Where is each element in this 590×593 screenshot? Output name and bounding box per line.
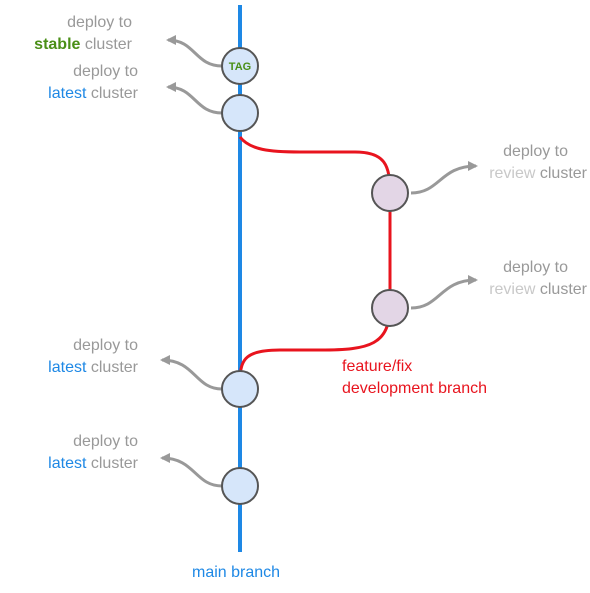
deploy-to-text: deploy to — [73, 63, 138, 80]
cluster-text: cluster — [539, 165, 587, 182]
feature-branch-label: feature/fix development branch — [342, 356, 487, 400]
deploy-latest-label-3: deploy to latest cluster — [48, 431, 138, 475]
deploy-arrow-latest-3 — [160, 453, 223, 488]
main-commit-3 — [221, 467, 259, 505]
main-commit-1 — [221, 94, 259, 132]
feature-commit-2 — [371, 289, 409, 327]
review-text: review — [489, 281, 536, 298]
cluster-text: cluster — [90, 85, 138, 102]
tag-label: TAG — [229, 61, 251, 73]
tag-commit — [221, 47, 259, 85]
latest-text: latest — [48, 455, 87, 472]
deploy-to-text: deploy to — [503, 259, 568, 276]
deploy-arrow-latest-2 — [160, 355, 223, 391]
deploy-to-text: deploy to — [67, 14, 132, 31]
feature-branch-line — [238, 136, 392, 376]
main-branch-label: main branch — [192, 564, 281, 581]
deploy-review-label-2: deploy to review cluster — [489, 257, 587, 301]
deploy-latest-label-1: deploy to latest cluster — [48, 61, 138, 105]
deploy-arrow-latest-1 — [166, 82, 223, 115]
deploy-arrow-review-2 — [410, 275, 478, 310]
latest-text: latest — [48, 85, 87, 102]
deploy-to-text: deploy to — [73, 433, 138, 450]
stable-text: stable — [34, 36, 81, 53]
cluster-text: cluster — [539, 281, 587, 298]
cluster-text: cluster — [90, 359, 138, 376]
deploy-to-text: deploy to — [73, 337, 138, 354]
deploy-latest-label-2: deploy to latest cluster — [48, 335, 138, 379]
latest-text: latest — [48, 359, 87, 376]
main-commit-2 — [221, 370, 259, 408]
deploy-arrow-review-1 — [410, 161, 478, 195]
deploy-to-text: deploy to — [503, 143, 568, 160]
review-text: review — [489, 165, 536, 182]
cluster-text: cluster — [90, 455, 138, 472]
deploy-stable-label: deploy to stable cluster — [34, 12, 132, 56]
deploy-arrow-stable — [166, 35, 223, 68]
deploy-review-label-1: deploy to review cluster — [489, 141, 587, 185]
cluster-text: cluster — [84, 36, 132, 53]
feature-branch-line1: feature/fix — [342, 358, 413, 375]
feature-commit-1 — [371, 174, 409, 212]
feature-branch-line2: development branch — [342, 380, 487, 397]
